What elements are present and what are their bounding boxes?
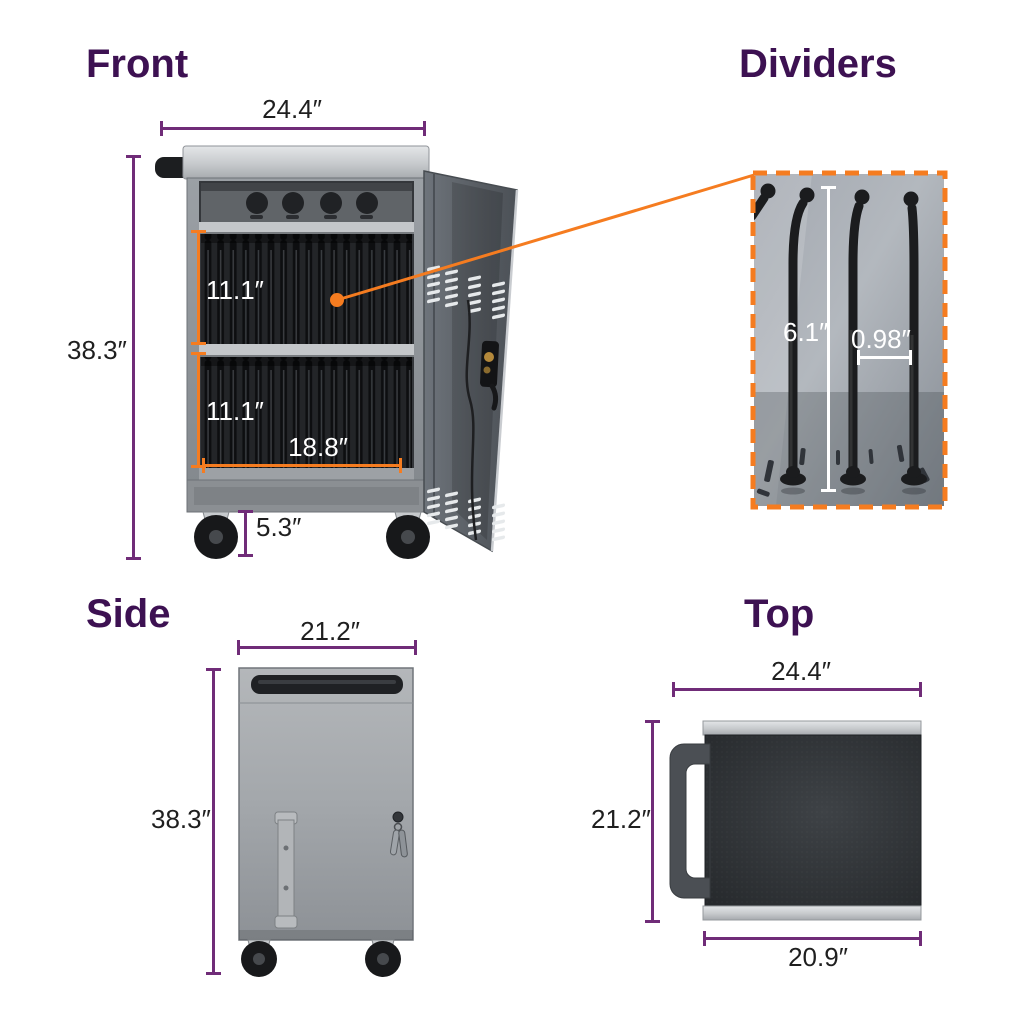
front-interior-width-dimension-line	[202, 458, 402, 473]
front-door-lock	[480, 340, 499, 411]
side-lock-keys	[389, 811, 408, 858]
divider-spacing-label: 0.98″	[851, 324, 911, 354]
top-width-label: 24.4″	[771, 656, 831, 686]
side-cord-bracket	[274, 811, 298, 929]
divider-height-dimension-line	[821, 186, 836, 492]
divider-rod-tips	[760, 183, 919, 207]
side-casters	[241, 939, 401, 977]
front-upper-shelf-label: 11.1″	[206, 275, 264, 305]
side-depth-dimension-line	[237, 640, 417, 655]
front-lower-shelf-label: 11.1″	[206, 396, 264, 426]
top-width-dimension-line	[672, 682, 922, 697]
front-lower-shelf-dimension-line	[191, 352, 206, 468]
front-lower-divider-bay	[201, 357, 412, 468]
dividers-section-title: Dividers	[739, 42, 897, 86]
side-cart-illustration	[238, 667, 414, 977]
front-caster-height-dimension-line	[238, 510, 253, 557]
side-height-label: 38.3″	[151, 804, 211, 834]
divider-rods	[754, 193, 919, 483]
front-open-door	[423, 170, 519, 553]
top-depth-dimension-line	[645, 720, 660, 923]
divider-rod-feet	[780, 466, 927, 495]
divider-height-label: 6.1″	[783, 317, 829, 347]
front-interior-width-label: 18.8″	[288, 432, 348, 462]
front-width-label: 24.4″	[262, 94, 322, 124]
front-width-dimension-line	[160, 121, 426, 136]
top-cart-illustration	[669, 720, 922, 921]
dividers-photo	[754, 174, 944, 506]
front-upper-shelf-dimension-line	[191, 230, 206, 345]
front-caster-height-label: 5.3″	[256, 512, 302, 542]
top-inner-width-label: 20.9″	[788, 942, 848, 972]
front-height-label: 38.3″	[67, 335, 127, 365]
front-cart-illustration	[155, 145, 519, 559]
side-handle	[251, 675, 403, 694]
front-height-dimension-line	[126, 155, 141, 560]
callout-dot	[330, 293, 344, 307]
dividers-zoom-border	[750, 170, 948, 510]
side-height-dimension-line	[206, 668, 221, 975]
top-handle	[669, 743, 711, 899]
callout	[330, 173, 755, 307]
top-section-title: Top	[744, 592, 815, 636]
front-casters	[194, 511, 430, 559]
front-cable-bay	[201, 183, 412, 222]
top-depth-label: 21.2″	[591, 804, 651, 834]
side-section-title: Side	[86, 592, 171, 636]
top-inner-width-dimension-line	[703, 931, 922, 946]
divider-spacing-dimension-line	[857, 350, 912, 365]
front-section-title: Front	[86, 42, 189, 86]
side-depth-label: 21.2″	[300, 616, 360, 646]
callout-line	[336, 173, 755, 302]
